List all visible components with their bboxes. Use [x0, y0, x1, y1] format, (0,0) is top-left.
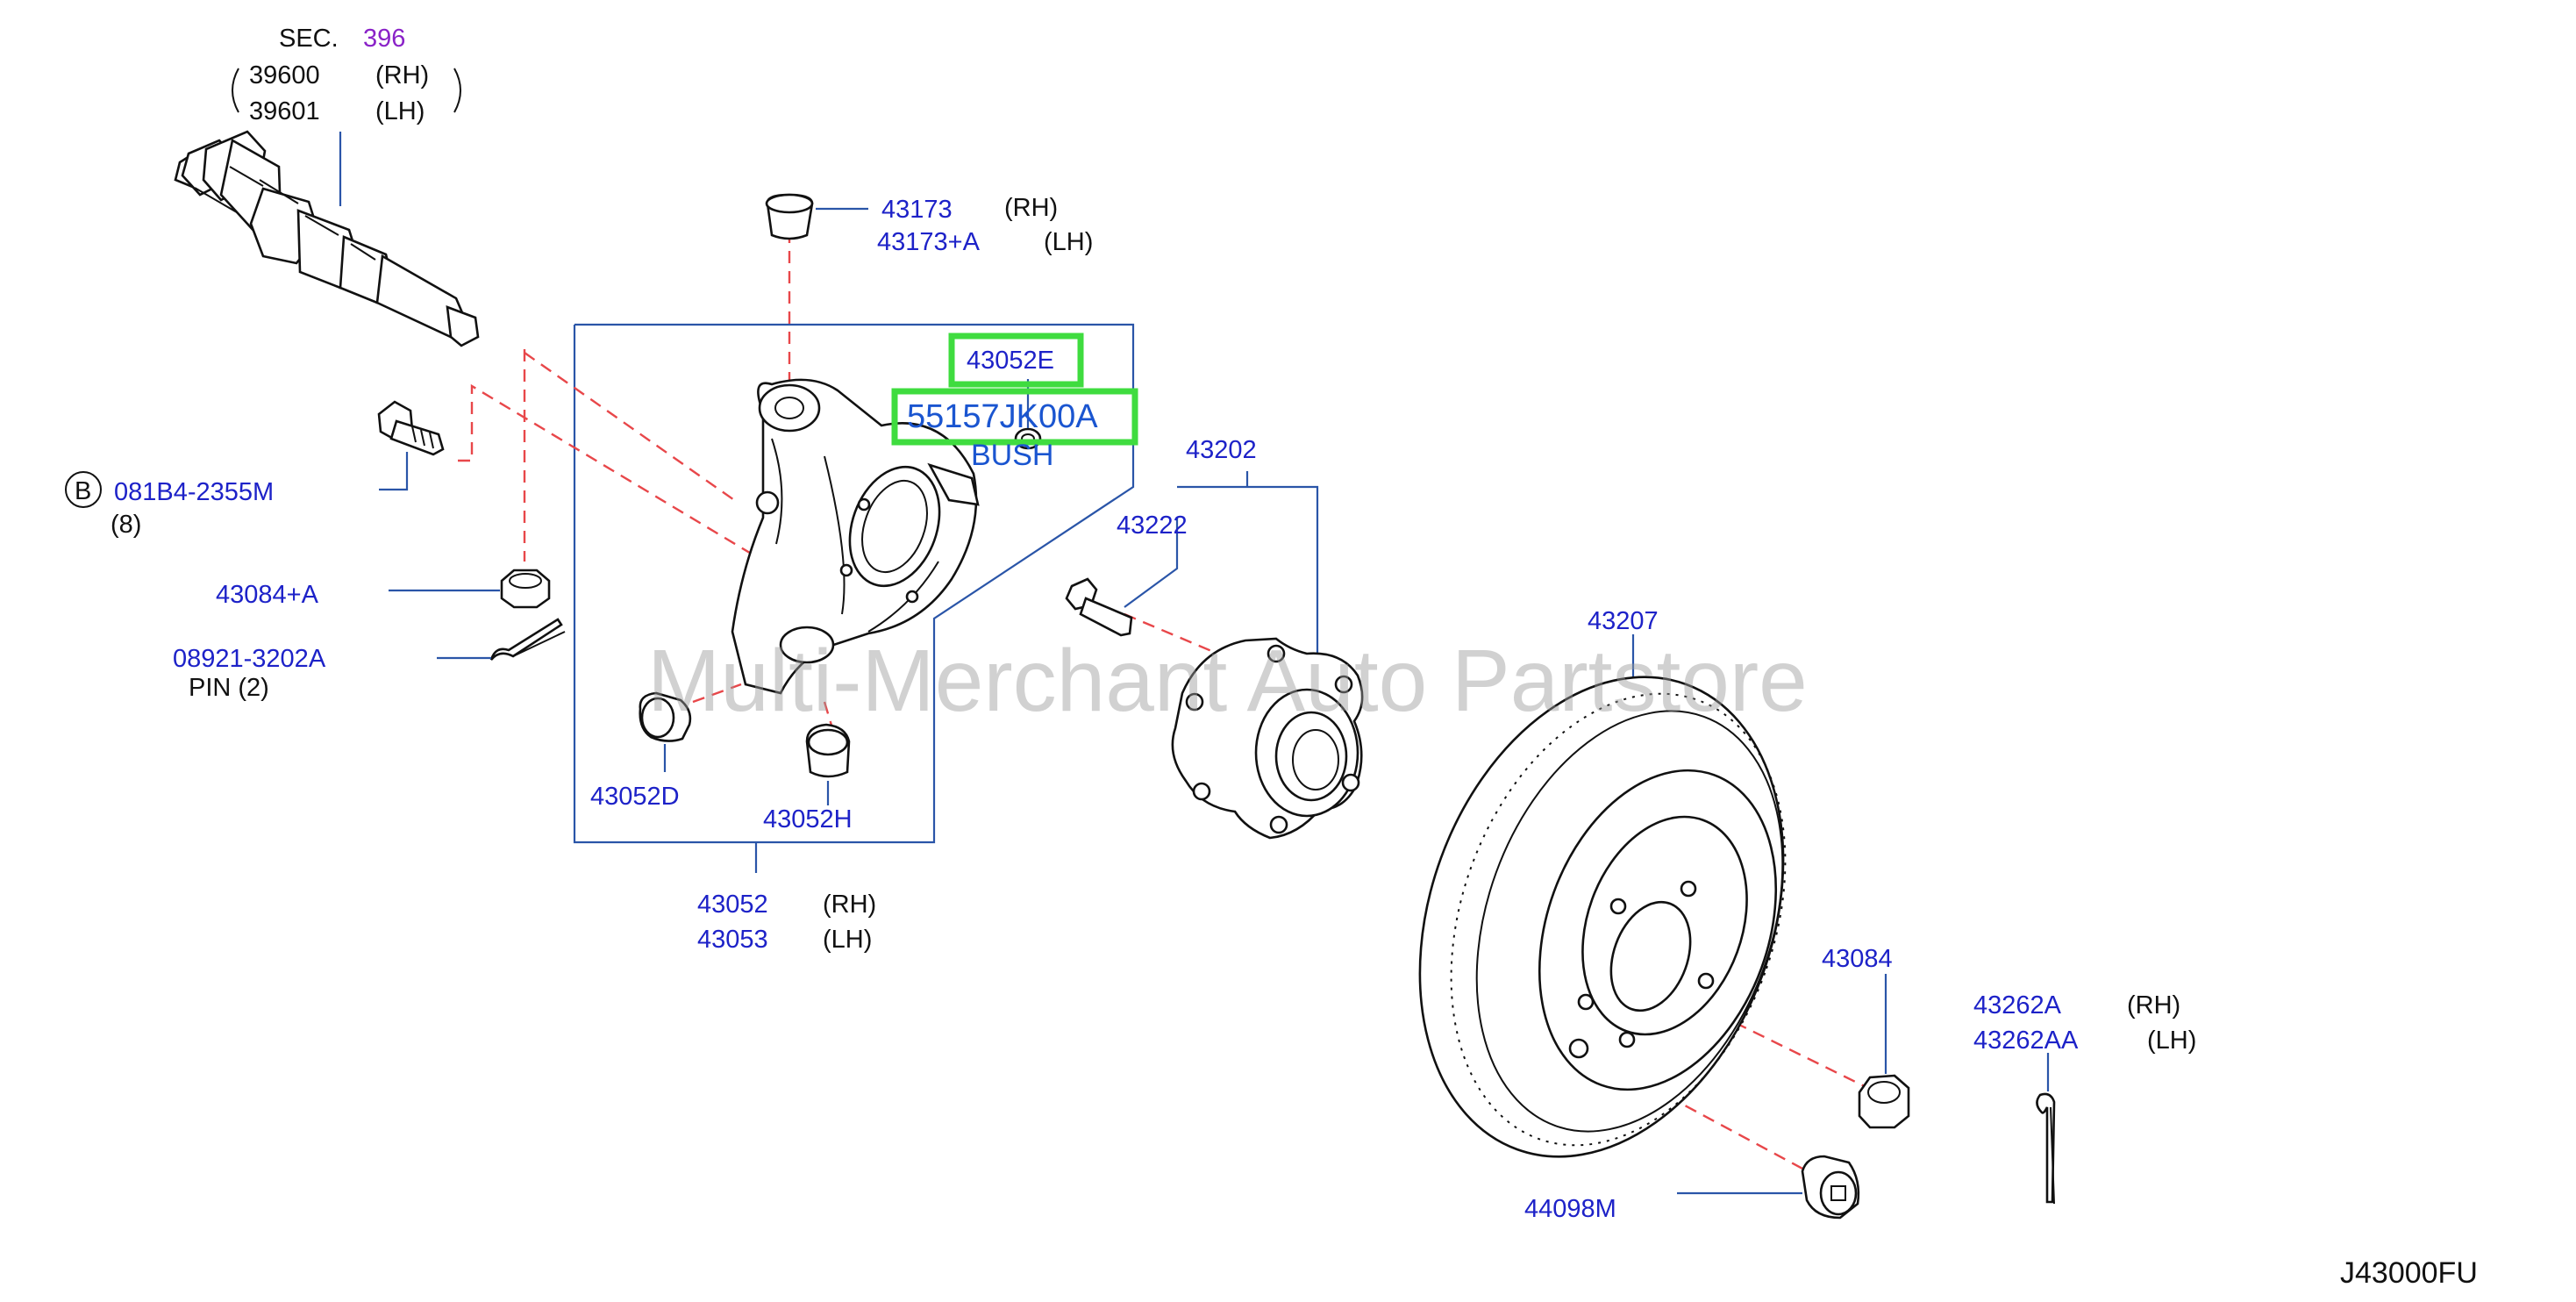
- label-43052-side: (RH): [823, 891, 876, 919]
- label-43262aa[interactable]: 43262AA: [1973, 1027, 2079, 1055]
- label-43202[interactable]: 43202: [1186, 436, 1257, 464]
- label-55157jk00a[interactable]: 55157JK00A: [907, 398, 1098, 435]
- label-43207[interactable]: 43207: [1588, 607, 1659, 635]
- leader-bolt: [379, 452, 409, 491]
- label-081b4-2355m[interactable]: 081B4-2355M: [114, 478, 274, 506]
- section-reference: SEC. 396 39600 (RH) 39601 (LH): [249, 25, 429, 125]
- label-43173-side: (RH): [1004, 194, 1058, 222]
- label-pin-desc: PIN (2): [189, 674, 269, 702]
- label-43173[interactable]: 43173: [881, 196, 953, 224]
- label-43222[interactable]: 43222: [1117, 512, 1188, 540]
- highlight-55157jk00a: [891, 388, 1138, 446]
- hub-43202-drawing: [1171, 637, 1364, 840]
- rotor-43207-drawing: [1418, 676, 1787, 1158]
- label-08921-3202a[interactable]: 08921-3202A: [173, 645, 326, 673]
- label-43262aa-side: (LH): [2147, 1027, 2196, 1055]
- label-43173a[interactable]: 43173+A: [877, 228, 981, 256]
- bush-43052d-drawing: [639, 691, 692, 742]
- pin-08921-drawing: [489, 618, 566, 661]
- knuckle-group-box: [573, 323, 1135, 844]
- leader-43202: [1177, 485, 1319, 669]
- label-43053-side: (LH): [823, 926, 872, 954]
- watermark: Multi-Merchant Auto Partstore: [647, 632, 1808, 730]
- highlight-43052e: [948, 333, 1084, 388]
- section-bracket-left: [232, 68, 239, 113]
- label-bush: BUSH: [971, 439, 1053, 472]
- label-bolt-qty: (8): [111, 511, 141, 539]
- bush-43052h-drawing: [805, 723, 851, 778]
- label-43262a[interactable]: 43262A: [1973, 991, 2062, 1019]
- section-number[interactable]: 396: [363, 25, 405, 53]
- label-43084a[interactable]: 43084+A: [216, 581, 319, 609]
- label-43052h[interactable]: 43052H: [763, 805, 853, 833]
- label-43052[interactable]: 43052: [697, 891, 768, 919]
- bolt-badge-circle: [65, 471, 102, 508]
- bolt-081b4-drawing: [377, 400, 445, 456]
- hub-bolt-43222-drawing: [1065, 577, 1133, 637]
- section-part-rh[interactable]: 39600: [249, 61, 320, 89]
- section-part-lh[interactable]: 39601: [249, 97, 320, 125]
- bumper-43173-drawing: [765, 193, 814, 240]
- section-prefix: SEC.: [279, 25, 339, 53]
- cap-44098m-drawing: [1801, 1155, 1860, 1220]
- diagram-code: J43000FU: [2340, 1256, 2478, 1290]
- drive-shaft-drawing: [174, 130, 480, 347]
- label-43173a-side: (LH): [1044, 228, 1093, 256]
- label-44098m[interactable]: 44098M: [1524, 1195, 1616, 1223]
- knuckle-drawing: [731, 378, 980, 695]
- nut-43084a-drawing: [500, 569, 551, 609]
- section-side-rh: (RH): [375, 61, 429, 89]
- label-43052d[interactable]: 43052D: [590, 783, 680, 811]
- pin-43262a-drawing: [2036, 1092, 2056, 1205]
- label-43052e[interactable]: 43052E: [967, 347, 1054, 375]
- label-43084[interactable]: 43084: [1822, 945, 1893, 973]
- section-bracket-right: [453, 68, 461, 113]
- section-side-lh: (LH): [375, 97, 425, 125]
- label-43262a-side: (RH): [2127, 991, 2180, 1019]
- label-43053[interactable]: 43053: [697, 926, 768, 954]
- leader-43222: [1124, 518, 1179, 608]
- bolt-badge: B: [75, 477, 91, 505]
- nut-43084-drawing: [1858, 1074, 1910, 1129]
